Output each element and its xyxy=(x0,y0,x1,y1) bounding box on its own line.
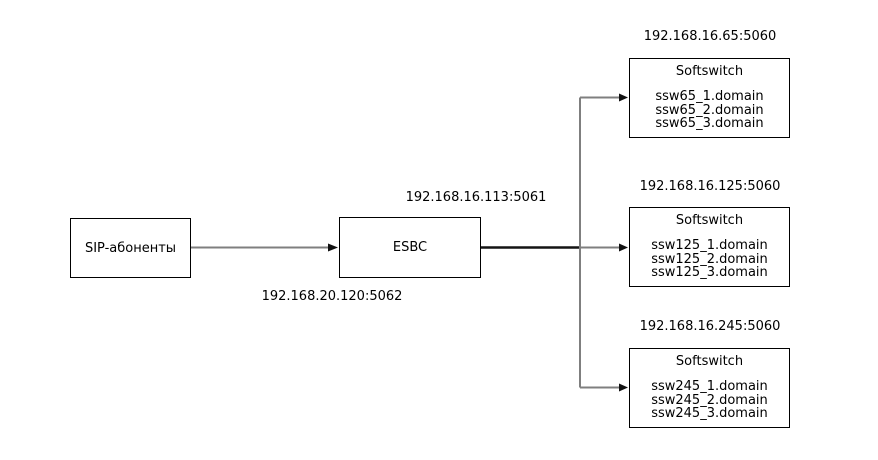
softswitch-1-domain: ssw65_3.domain xyxy=(655,116,764,131)
softswitch-3-domain: ssw245_2.domain xyxy=(651,392,768,408)
node-softswitch-2: Softswitch ssw125_1.domain ssw125_2.doma… xyxy=(629,207,790,287)
arrowhead-esbc-icon xyxy=(328,243,338,252)
softswitch-3-domain-list: ssw245_1.domain ssw245_2.domain ssw245_3… xyxy=(651,380,768,421)
arrowhead-softswitch-3-icon xyxy=(619,383,628,392)
softswitch-3-domain: ssw245_3.domain xyxy=(651,406,768,421)
softswitch-2-domain: ssw125_2.domain xyxy=(651,251,768,267)
arrowhead-softswitch-1-icon xyxy=(619,93,628,102)
softswitch-1-domain: ssw65_2.domain xyxy=(655,102,764,118)
softswitch-1-title: Softswitch xyxy=(675,64,744,79)
node-sip-clients-label: SIP-абоненты xyxy=(84,240,177,256)
softswitch-2-title: Softswitch xyxy=(675,213,744,228)
softswitch-3-address: 192.168.16.245:5060 xyxy=(639,319,781,334)
arrowhead-softswitch-2-icon xyxy=(619,243,628,252)
node-softswitch-3: Softswitch ssw245_1.domain ssw245_2.doma… xyxy=(629,348,790,428)
esbc-external-address: 192.168.16.113:5061 xyxy=(405,190,547,205)
softswitch-1-address: 192.168.16.65:5060 xyxy=(643,29,777,44)
softswitch-1-domain: ssw65_1.domain xyxy=(655,89,764,104)
esbc-internal-address: 192.168.20.120:5062 xyxy=(261,289,403,304)
softswitch-3-domain: ssw245_1.domain xyxy=(651,379,768,394)
softswitch-2-domain-list: ssw125_1.domain ssw125_2.domain ssw125_3… xyxy=(651,239,768,280)
node-softswitch-1: Softswitch ssw65_1.domain ssw65_2.domain… xyxy=(629,58,790,138)
softswitch-2-address: 192.168.16.125:5060 xyxy=(639,179,781,194)
softswitch-2-domain: ssw125_3.domain xyxy=(651,265,768,280)
node-esbc-label: ESBC xyxy=(392,240,428,255)
softswitch-3-title: Softswitch xyxy=(675,354,744,369)
node-esbc: ESBC xyxy=(339,217,481,278)
softswitch-2-domain: ssw125_1.domain xyxy=(651,238,768,253)
node-sip-clients: SIP-абоненты xyxy=(70,218,191,278)
softswitch-1-domain-list: ssw65_1.domain ssw65_2.domain ssw65_3.do… xyxy=(655,90,763,131)
